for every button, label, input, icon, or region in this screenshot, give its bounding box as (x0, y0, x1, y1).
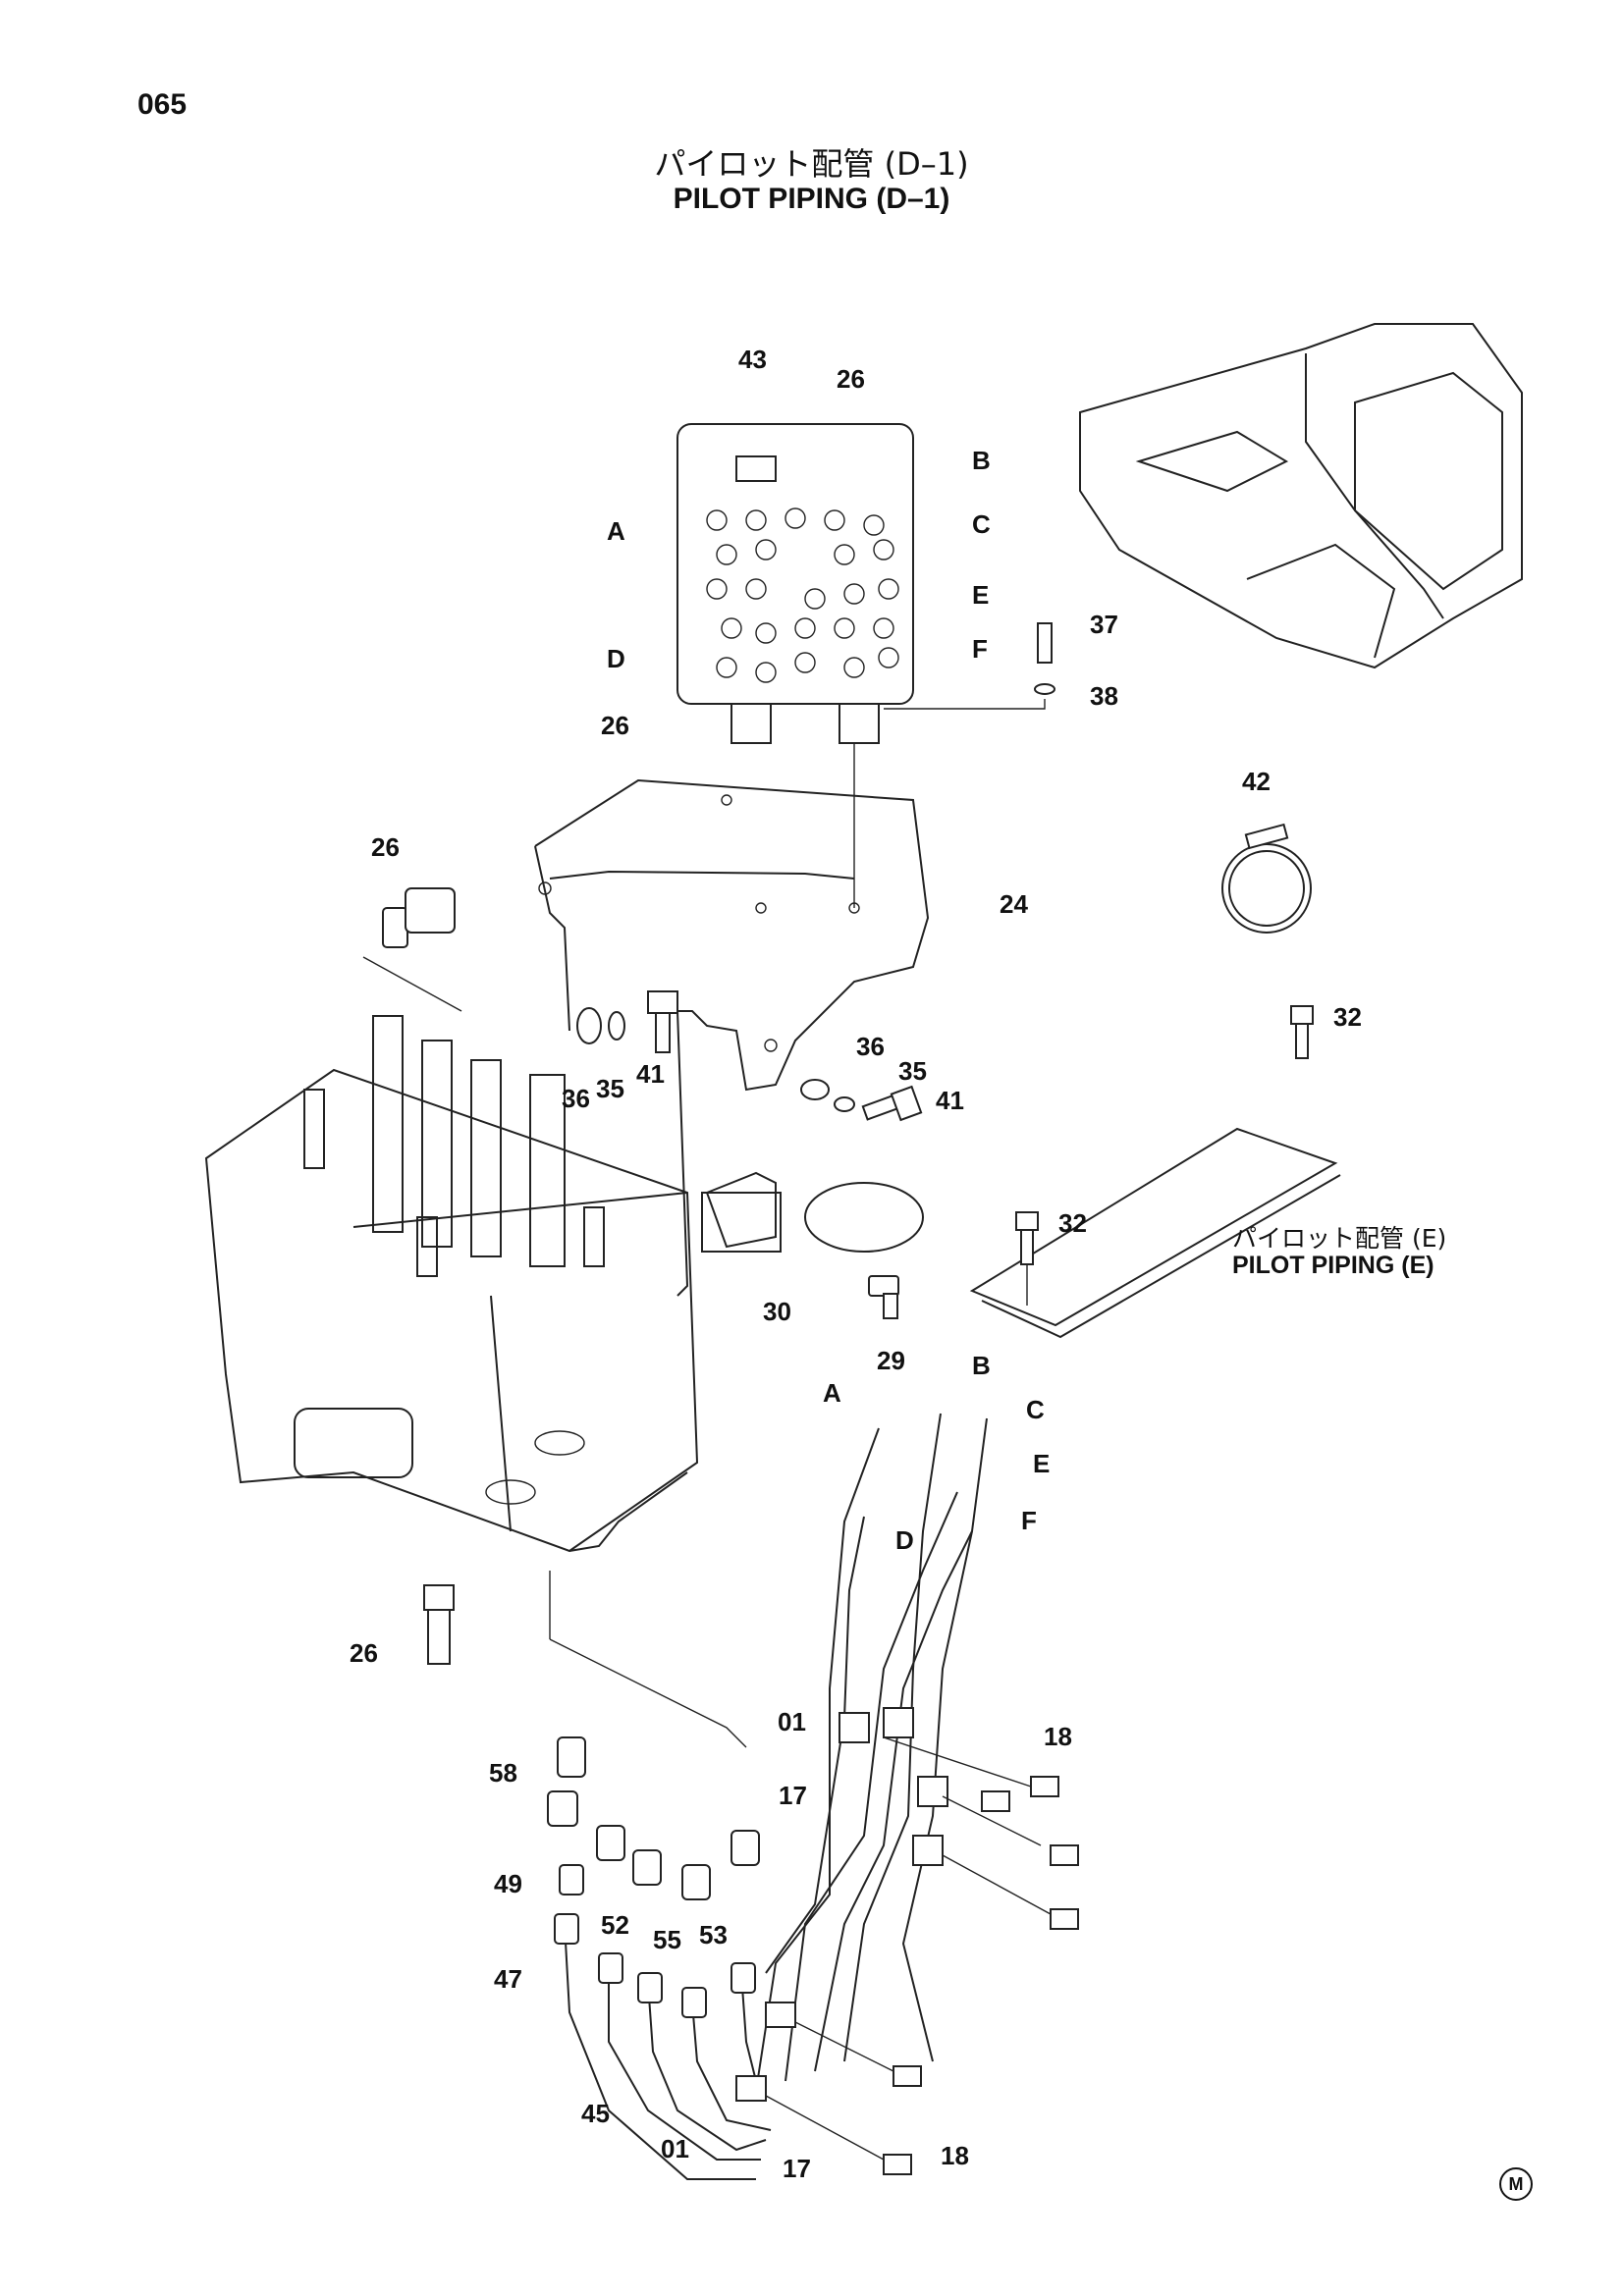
callout-30-label: 30 (763, 1297, 791, 1326)
pilot-valve-block (676, 423, 914, 908)
callout-18-label: 18 (941, 2141, 969, 2170)
callout-d-label: D (607, 644, 625, 673)
callout-26-label: 26 (371, 832, 400, 862)
pilot-piping-e-plate (969, 1005, 1341, 1339)
title-japanese: パイロット配管 (D–1) (654, 145, 969, 183)
title-english: PILOT PIPING (D–1) (673, 183, 950, 215)
callout-38-label: 38 (1090, 681, 1118, 711)
fasteners-lower (800, 1079, 923, 1122)
callout-c-label: C (972, 509, 991, 539)
callout-58-label: 58 (489, 1758, 517, 1788)
callout-f-label: F (1021, 1506, 1037, 1535)
callout-32-label: 32 (1058, 1208, 1087, 1238)
bolt-37 (884, 622, 1055, 710)
callout-b-label: B (972, 446, 991, 475)
pipe-clamps (735, 1707, 1079, 2175)
callout-18-label: 18 (1044, 1722, 1072, 1751)
callout-52-label: 52 (601, 1910, 629, 1940)
callout-d-label: D (895, 1525, 914, 1555)
plug-26-lower (423, 1571, 747, 1748)
page-number: 065 (137, 88, 188, 121)
maker-mark: M (1499, 2167, 1533, 2201)
clamp-30 (705, 1171, 924, 1319)
callout-e-label: E (1033, 1449, 1050, 1478)
plug-26-upper (362, 887, 462, 1012)
callout-53-label: 53 (699, 1920, 728, 1949)
callout-a-label: A (607, 516, 625, 546)
fasteners-upper (576, 990, 678, 1053)
excavator-cab (1079, 323, 1523, 669)
callout-42-label: 42 (1242, 767, 1271, 796)
control-valve (204, 1015, 782, 1553)
bracket-24 (534, 778, 930, 1297)
callout-26-label: 26 (350, 1638, 378, 1668)
callout-49-label: 49 (494, 1869, 522, 1898)
sub-reference-japanese: パイロット配管 (E) (1232, 1224, 1447, 1253)
callout-b-label: B (972, 1351, 991, 1380)
callout-41-label: 41 (636, 1059, 665, 1089)
callout-37-label: 37 (1090, 610, 1118, 639)
callout-32-label: 32 (1333, 1002, 1362, 1032)
callout-41-label: 41 (936, 1086, 964, 1115)
callout-45-label: 45 (581, 2099, 610, 2128)
callout-a-label: A (823, 1378, 841, 1408)
callout-17-label: 17 (779, 1781, 807, 1810)
callout-36-label: 36 (856, 1032, 885, 1061)
sub-reference-english: PILOT PIPING (E) (1232, 1252, 1434, 1279)
callout-17-label: 17 (783, 2154, 811, 2183)
callout-47-label: 47 (494, 1964, 522, 1994)
callout-43-label: 43 (738, 345, 767, 374)
callout-f-label: F (972, 634, 988, 664)
callout-01-label: 01 (778, 1707, 806, 1736)
fittings (547, 1736, 760, 2018)
callout-24-label: 24 (1000, 889, 1028, 919)
callout-e-label: E (972, 580, 989, 610)
callout-26-label: 26 (601, 711, 629, 740)
callout-c-label: C (1026, 1395, 1045, 1424)
callout-35-label: 35 (898, 1056, 927, 1086)
callout-35-label: 35 (596, 1074, 624, 1103)
callout-36-label: 36 (562, 1084, 590, 1113)
callout-01-label: 01 (661, 2134, 689, 2163)
band-42 (1221, 823, 1312, 934)
callout-29-label: 29 (877, 1346, 905, 1375)
callout-55-label: 55 (653, 1925, 681, 1954)
callout-26-label: 26 (837, 364, 865, 394)
